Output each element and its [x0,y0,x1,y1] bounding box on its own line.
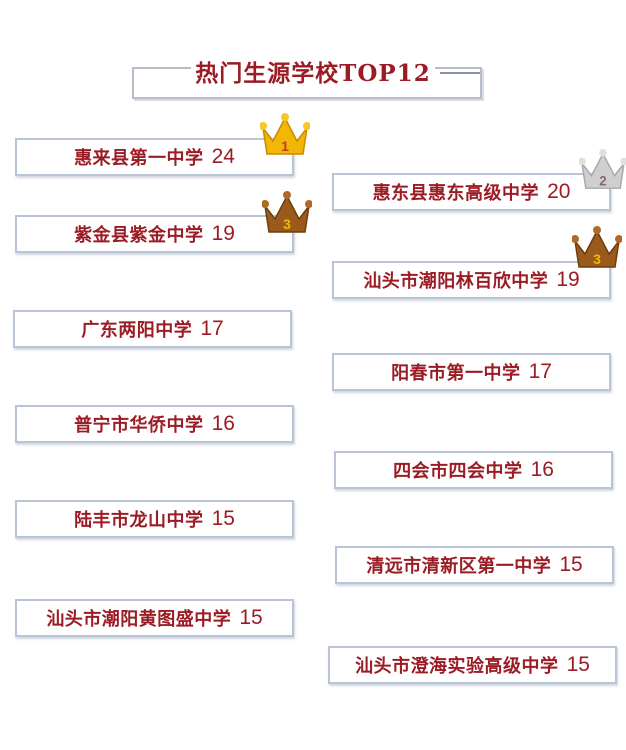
title-line-right [440,72,480,74]
school-card-10: 清远市清新区第一中学 15 [335,546,614,584]
school-card-6: 阳春市第一中学 17 [332,353,611,391]
crown-rank: 2 [599,173,606,188]
school-name: 汕头市澄海实验高级中学 [355,656,559,677]
school-count: 16 [211,412,235,435]
crown-rank: 3 [283,216,291,232]
crown-icon: 2 [579,148,626,189]
school-count: 19 [556,268,580,291]
school-count: 15 [566,653,590,676]
crown-rank: 3 [593,251,601,267]
school-name: 惠东县惠东高级中学 [372,183,540,204]
school-name: 汕头市潮阳黄图盛中学 [46,609,232,630]
school-count: 15 [559,553,583,576]
crown-icon: 3 [262,191,312,233]
school-name: 清远市清新区第一中学 [366,556,552,577]
school-name: 汕头市潮阳林百欣中学 [363,271,549,292]
crown-rank: 1 [281,138,289,154]
school-card-5: 广东两阳中学 17 [13,310,292,348]
school-card-4: 汕头市潮阳林百欣中学 19 [332,261,611,299]
school-card-9: 陆丰市龙山中学 15 [15,500,294,538]
school-name: 阳春市第一中学 [391,363,521,384]
school-card-1: 惠来县第一中学 24 [15,138,294,176]
school-count: 19 [211,222,235,245]
school-count: 24 [211,145,235,168]
school-count: 17 [528,360,552,383]
school-name: 广东两阳中学 [81,320,193,341]
page-title: 热门生源学校TOP12 [0,54,626,88]
school-card-8: 四会市四会中学 16 [334,451,613,489]
school-count: 15 [211,507,235,530]
school-card-3: 紫金县紫金中学 19 [15,215,294,253]
crown-icon: 3 [572,226,622,268]
school-name: 陆丰市龙山中学 [74,510,204,531]
school-card-2: 惠东县惠东高级中学 20 [332,173,611,211]
school-count: 17 [200,317,224,340]
school-count: 20 [547,180,571,203]
school-card-7: 普宁市华侨中学 16 [15,405,294,443]
school-name: 四会市四会中学 [393,461,523,482]
school-name: 紫金县紫金中学 [74,225,204,246]
school-count: 16 [530,458,554,481]
school-name: 惠来县第一中学 [74,148,204,169]
crown-icon: 1 [260,113,310,155]
school-name: 普宁市华侨中学 [74,415,204,436]
school-count: 15 [239,606,263,629]
school-card-11: 汕头市潮阳黄图盛中学 15 [15,599,294,637]
school-card-12: 汕头市澄海实验高级中学 15 [328,646,617,684]
